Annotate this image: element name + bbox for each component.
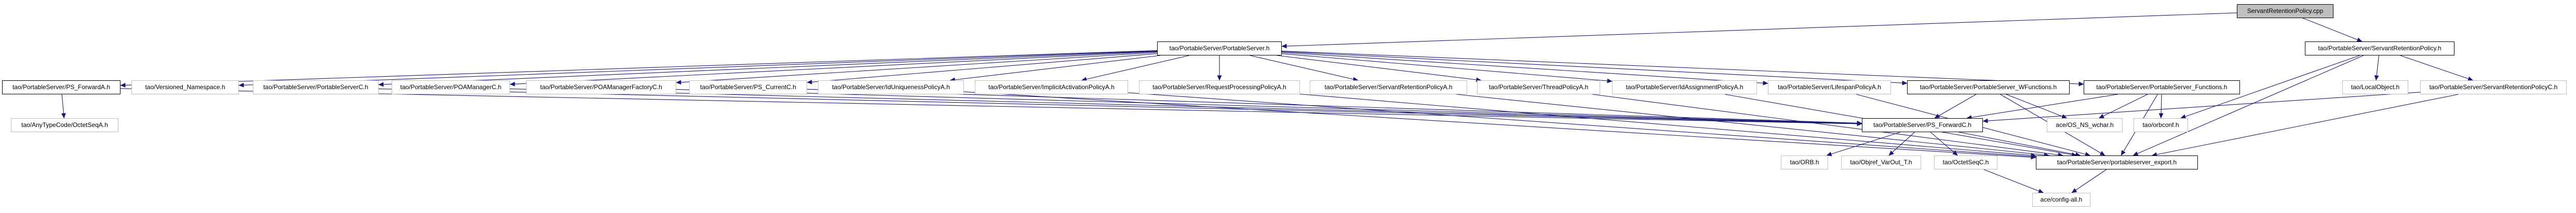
include-edge-ps-versioned — [238, 50, 1158, 88]
include-edge-srp_h-orbconf — [2180, 55, 2360, 119]
include-edge-ps_forwarda-ps_forwardc — [120, 88, 1862, 126]
include-edge-srpc-export — [2152, 94, 2459, 157]
include-edge-cpp-ps — [1281, 12, 2237, 49]
graph-node-poamgrfc[interactable]: tao/PortableServer/POAManagerFactoryC.h — [526, 80, 676, 94]
include-edge-ps_forwardc-export — [1958, 132, 2081, 157]
graph-node-octetseqc[interactable]: tao/OctetSeqC.h — [1934, 155, 1997, 169]
include-edge-ps-poamgrc — [509, 51, 1158, 87]
graph-node-psc[interactable]: tao/PortableServer/PortableServerC.h — [253, 80, 379, 94]
graph-node-servreta[interactable]: tao/PortableServer/ServantRetentionPolic… — [1310, 80, 1467, 94]
include-edge-srpc-ps_forwardc — [1982, 92, 2421, 123]
graph-node-srpc[interactable]: tao/PortableServer/ServantRetentionPolic… — [2420, 80, 2567, 94]
include-edge-wfunctions-ps_forwardc — [1934, 94, 1977, 119]
include-edge-ps-ps_currentc — [807, 53, 1158, 84]
graph-node-ps_forwarda[interactable]: tao/PortableServer/PS_ForwardA.h — [2, 80, 120, 94]
include-edge-ps_forwardc-objref — [1888, 132, 1915, 156]
graph-node-os_ns_wchar[interactable]: ace/OS_NS_wchar.h — [2047, 118, 2123, 132]
graph-node-localobject[interactable]: tao/LocalObject.h — [2342, 80, 2408, 94]
include-edge-ps-functions — [1281, 50, 2084, 87]
include-edge-ps-idassign — [1281, 53, 1613, 83]
graph-node-configall[interactable]: ace/config-all.h — [2032, 193, 2090, 207]
include-edge-octetseqc-configall — [1983, 169, 2044, 193]
include-edge-ps_currentc-ps_forwardc — [807, 89, 1862, 125]
graph-node-cpp: ServantRetentionPolicy.cpp — [2237, 4, 2333, 18]
graph-node-ps_currentc[interactable]: tao/PortableServer/PS_CurrentC.h — [689, 80, 807, 94]
include-edge-iduniq-export — [963, 91, 2036, 160]
include-edge-functions-ps_forwardc — [1966, 94, 2118, 120]
include-edge-poamgrc-ps_forwardc — [509, 88, 1862, 126]
include-edge-ps-servreta — [1250, 55, 1359, 82]
graph-node-srp_h[interactable]: tao/PortableServer/ServantRetentionPolic… — [2305, 41, 2454, 55]
graph-node-objref[interactable]: tao/Objref_VarOut_T.h — [1841, 155, 1921, 169]
include-edge-implact-export — [1128, 92, 2036, 159]
include-edge-ps_forwardc-octetseqc — [1930, 132, 1958, 156]
graph-node-poamgrc[interactable]: tao/PortableServer/POAManagerC.h — [392, 80, 510, 94]
include-edge-ps-implact — [1081, 55, 1189, 82]
include-edge-cpp-srp_h — [2302, 18, 2363, 42]
include-edge-ps-ps_forwarda — [120, 50, 1158, 88]
graph-node-wfunctions[interactable]: tao/PortableServer/PortableServer_WFunct… — [1907, 80, 2070, 94]
graph-node-functions[interactable]: tao/PortableServer/PortableServer_Functi… — [2084, 80, 2240, 94]
include-edge-psc-ps_forwardc — [378, 88, 1862, 126]
graph-node-orb[interactable]: tao/ORB.h — [1781, 155, 1828, 169]
include-edge-srp_h-localobject — [2374, 55, 2380, 81]
graph-node-iduniq[interactable]: tao/PortableServer/IdUniquenessPolicyA.h — [818, 80, 964, 94]
include-edge-wfunctions-os_ns_wchar — [2006, 94, 2068, 119]
graph-node-reqproc[interactable]: tao/PortableServer/RequestProcessingPoli… — [1139, 80, 1300, 94]
include-edge-poamgrfc-ps_forwardc — [676, 89, 1862, 126]
graph-node-export[interactable]: tao/PortableServer/portableserver_export… — [2036, 155, 2198, 169]
include-edge-export-configall — [2071, 169, 2107, 193]
include-edge-srp_h-srpc — [2400, 55, 2474, 81]
include-edge-ps-psc — [378, 51, 1158, 87]
include-edge-threada-export — [1592, 94, 2063, 158]
include-edge-servreta-export — [1456, 94, 2049, 158]
include-edge-functions-orbconf — [2158, 94, 2164, 119]
include-edge-reqproc-export — [1299, 93, 2036, 158]
include-edge-srp_h-export — [2132, 55, 2364, 156]
graph-node-ps[interactable]: tao/PortableServer/PortableServer.h — [1157, 41, 1282, 55]
include-edge-ps-iduniq — [949, 55, 1161, 82]
graph-node-implact[interactable]: tao/PortableServer/ImplicitActivationPol… — [975, 80, 1128, 94]
graph-node-octetseqa[interactable]: tao/AnyTypeCode/OctetSeqA.h — [11, 118, 118, 132]
include-edge-ps-wfunctions — [1281, 51, 1908, 86]
graph-node-threada[interactable]: tao/PortableServer/ThreadPolicyA.h — [1477, 80, 1600, 94]
include-edge-ps_forwarda-octetseqa — [61, 94, 66, 119]
graph-node-versioned[interactable]: tao/Versioned_Namespace.h — [131, 80, 239, 94]
graph-node-idassign[interactable]: tao/PortableServer/IdAssignmentPolicyA.h — [1612, 80, 1757, 94]
include-edge-ps-lifespan — [1281, 52, 1768, 86]
include-edge-ps_forwardc-orb — [1826, 132, 1901, 157]
include-edge-ps-threada — [1277, 55, 1482, 82]
graph-node-orbconf[interactable]: tao/orbconf.h — [2134, 118, 2188, 132]
graph-node-ps_forwardc[interactable]: tao/PortableServer/PS_ForwardC.h — [1862, 118, 1983, 132]
include-edge-functions-os_ns_wchar — [2099, 94, 2148, 119]
include-edge-ps-poamgrfc — [676, 52, 1158, 85]
graph-node-lifespan[interactable]: tao/PortableServer/LifespanPolicyA.h — [1768, 80, 1891, 94]
